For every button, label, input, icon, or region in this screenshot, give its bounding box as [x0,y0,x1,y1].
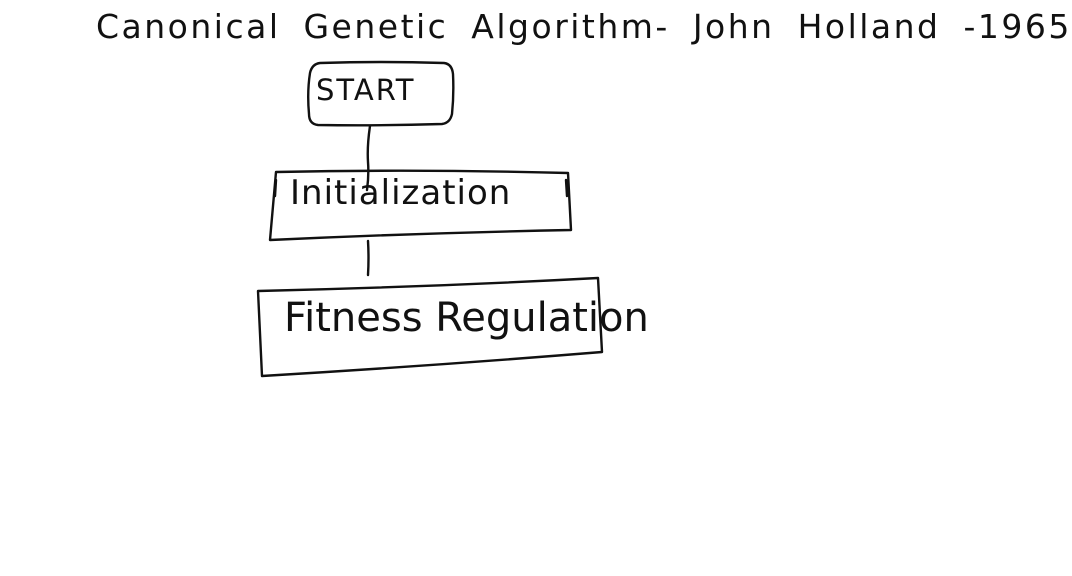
fitness-node-outline [256,276,604,378]
fitness-node-label: Fitness Regulation [284,295,649,341]
whiteboard-canvas: Canonical Genetic Algorithm- John Hollan… [96,10,1070,378]
start-node-label: START [316,73,416,107]
diagram-title: Canonical Genetic Algorithm- John Hollan… [96,7,1072,46]
initialization-node-label: Initialization [290,173,512,213]
flowchart-strokes [256,60,604,378]
connector-start-init [365,124,372,192]
start-node-outline [307,60,455,127]
initialization-node-outline [268,169,573,242]
connector-init-fitness [366,239,370,277]
